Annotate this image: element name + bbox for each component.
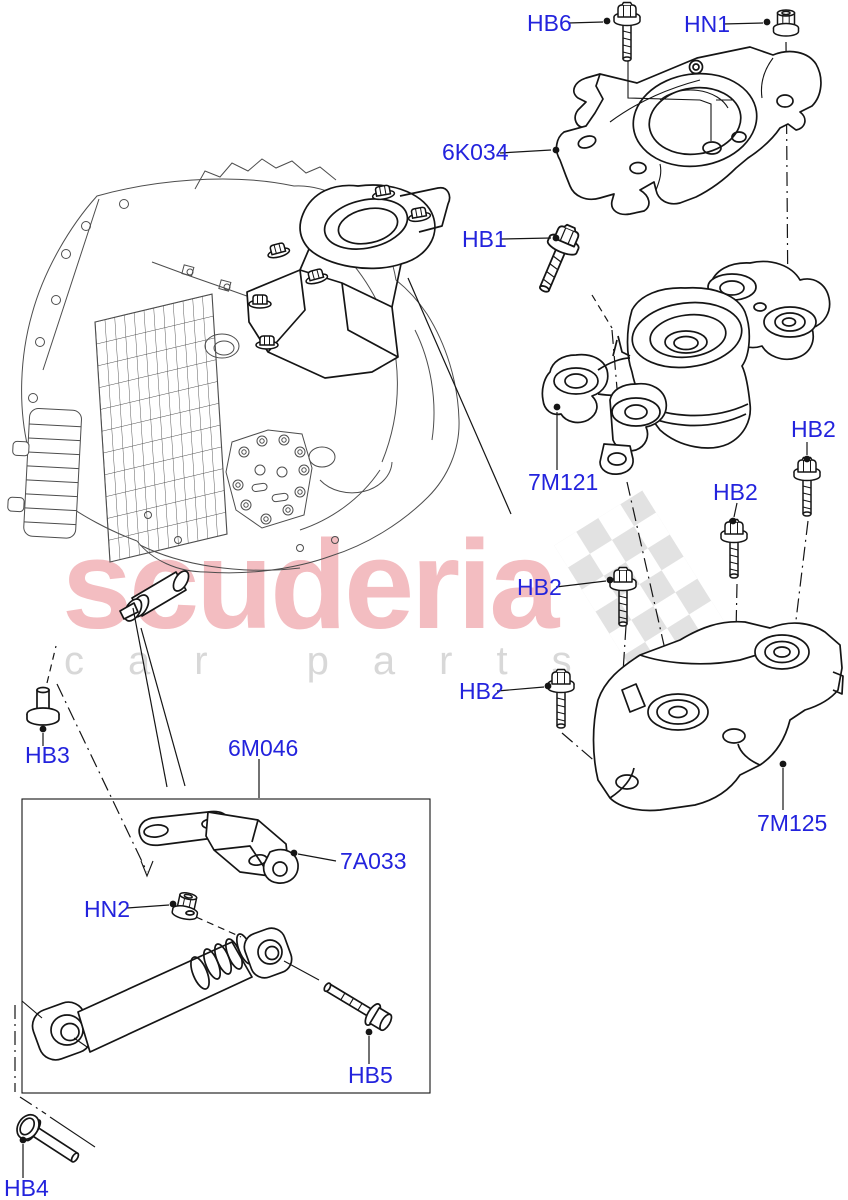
callout-hb2-c-label: HB2 [517,574,562,600]
callout-hb6-label: HB6 [527,10,572,36]
part-7a033-bracket [138,810,299,884]
torque-rod-stud [119,570,190,622]
callout-7m125-label: 7M125 [757,810,827,836]
callout-hb2-d-label: HB2 [459,678,504,704]
callout-hb2-a: HB2 [791,416,836,463]
bolt-hb5 [323,982,393,1032]
bolt-hb3 [26,686,60,726]
callout-6m046-label: 6M046 [228,735,298,761]
leader-lines [46,41,809,878]
bolt-hb2-d [547,668,575,729]
ribbed-cover [94,293,228,563]
callout-7m121-label: 7M121 [528,469,598,495]
callout-hn2-label: HN2 [84,896,130,922]
callout-hn1-label: HN1 [684,11,730,37]
nut-hn2 [170,889,202,923]
installed-mount [119,183,451,622]
callout-hb2-a-label: HB2 [791,416,836,442]
inset-box-border [21,798,431,1094]
callout-hb2-b-label: HB2 [713,479,758,505]
callout-hb3: HB3 [25,725,70,768]
part-7m121-mount [541,260,831,475]
callout-hb1: HB1 [462,226,560,252]
oil-cooler [7,407,82,539]
callout-6k034: 6K034 [442,139,560,165]
callout-hb4-label: HB4 [4,1175,49,1200]
callout-hb6: HB6 [527,10,611,36]
callout-7a033: 7A033 [290,848,407,874]
callout-hb2-d: HB2 [459,678,552,704]
inset-box [21,798,431,1094]
callout-6m046: 6M046 [228,735,298,798]
callout-hb2-b: HB2 [713,479,758,525]
bolt-hb2-a [793,456,821,517]
part-7m125-bracket [592,620,844,812]
bolt-hb1 [528,219,587,299]
bolt-hb2-b [720,518,748,579]
part-6k034-bracket [555,46,822,216]
callout-7a033-label: 7A033 [340,848,407,874]
callout-hn2: HN2 [84,896,177,922]
bolt-hb6 [613,1,641,62]
part-torque-rod [31,927,320,1061]
callout-7m121: 7M121 [528,403,598,495]
nut-hn1 [772,9,800,37]
callout-hb2-c: HB2 [517,574,614,600]
callout-hb5: HB5 [348,1028,393,1088]
callout-hb3-label: HB3 [25,742,70,768]
watermark-tagline-text: car parts [64,639,616,683]
bolt-hb4 [14,1000,96,1163]
callout-hb4: HB4 [4,1136,49,1200]
engine-drawing [7,158,460,574]
callout-hb1-label: HB1 [462,226,507,252]
callouts: HB6 HN1 6K034 HB1 7M121 HB2 HB2 HB2 [4,10,836,1200]
callout-hb5-label: HB5 [348,1062,393,1088]
watermark: scuderia car parts [62,490,767,744]
callout-6k034-label: 6K034 [442,139,509,165]
valve-body-plate [225,429,313,529]
callout-hn1: HN1 [684,11,771,37]
callout-7m125: 7M125 [757,760,827,836]
